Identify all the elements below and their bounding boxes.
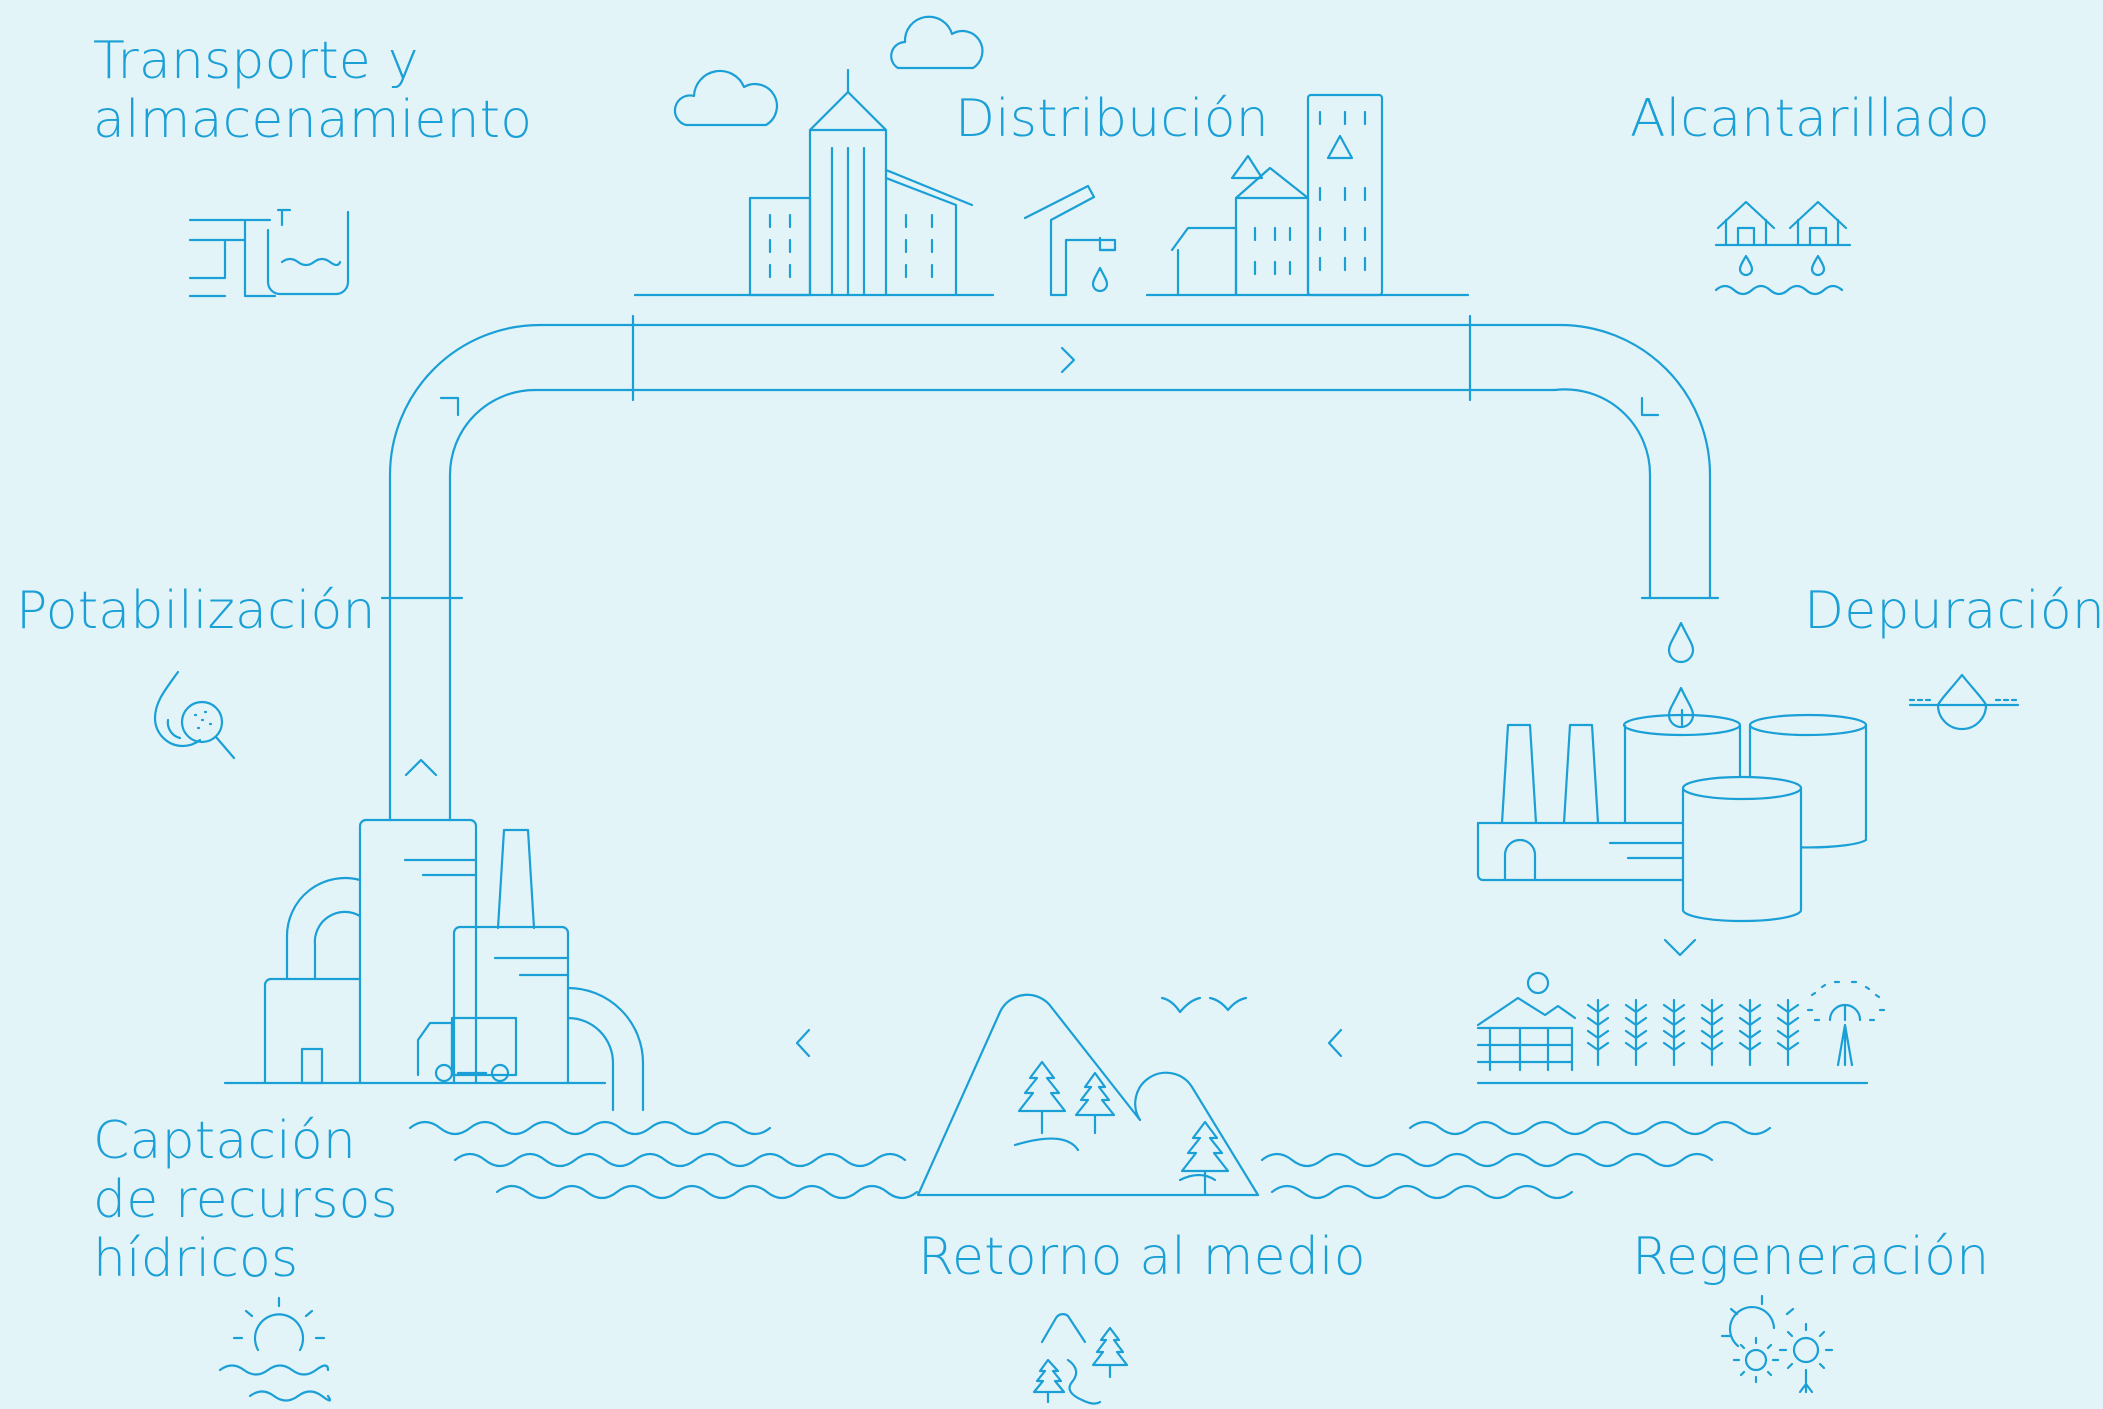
arrow-left-icon [795,1028,811,1058]
label-transporte-line2: almacenamiento [93,89,533,150]
arrow-down-icon [1663,938,1697,957]
label-captacion: Captación de recursos hídricos [93,1112,398,1288]
water-drop-icon [1667,686,1695,729]
wastewater-plant [1476,708,1868,923]
label-depuracion: Depuración [1804,581,2103,641]
label-regeneracion: Regeneración [1632,1227,1990,1287]
label-captacion-line2: de recursos [93,1169,398,1230]
label-transporte: Transporte y almacenamiento [93,32,532,150]
label-distribucion: Distribución [955,89,1269,149]
cloud-icon [673,69,779,127]
nature-icon [1032,1313,1129,1405]
label-captacion-line3: hídricos [93,1228,299,1289]
water-analysis-icon [153,670,236,760]
irrigated-fields [1476,971,1886,1085]
purification-drop-icon [1908,673,2020,731]
water-waves [408,1120,1772,1200]
label-transporte-line1: Transporte y [93,31,419,91]
mountain-forest [916,993,1260,1197]
treatment-plant [223,818,645,1112]
label-potabilizacion: Potabilización [16,581,376,641]
arrow-left-icon [1327,1028,1343,1058]
sewer-houses-icon [1714,200,1852,296]
transport-storage-icon [188,208,350,298]
label-alcantarillado: Alcantarillado [1630,89,1990,149]
label-retorno: Retorno al medio [918,1227,1366,1287]
arrow-right-icon [1060,346,1076,374]
sun-water-icon [218,1296,332,1402]
water-drop-icon [1667,621,1695,664]
city-buildings [633,68,1470,297]
arrow-up-icon [404,758,438,777]
cloud-icon [890,15,984,70]
sun-regeneration-icon [1720,1294,1834,1394]
label-captacion-line1: Captación [93,1111,357,1171]
pipe-loop [380,314,1720,822]
